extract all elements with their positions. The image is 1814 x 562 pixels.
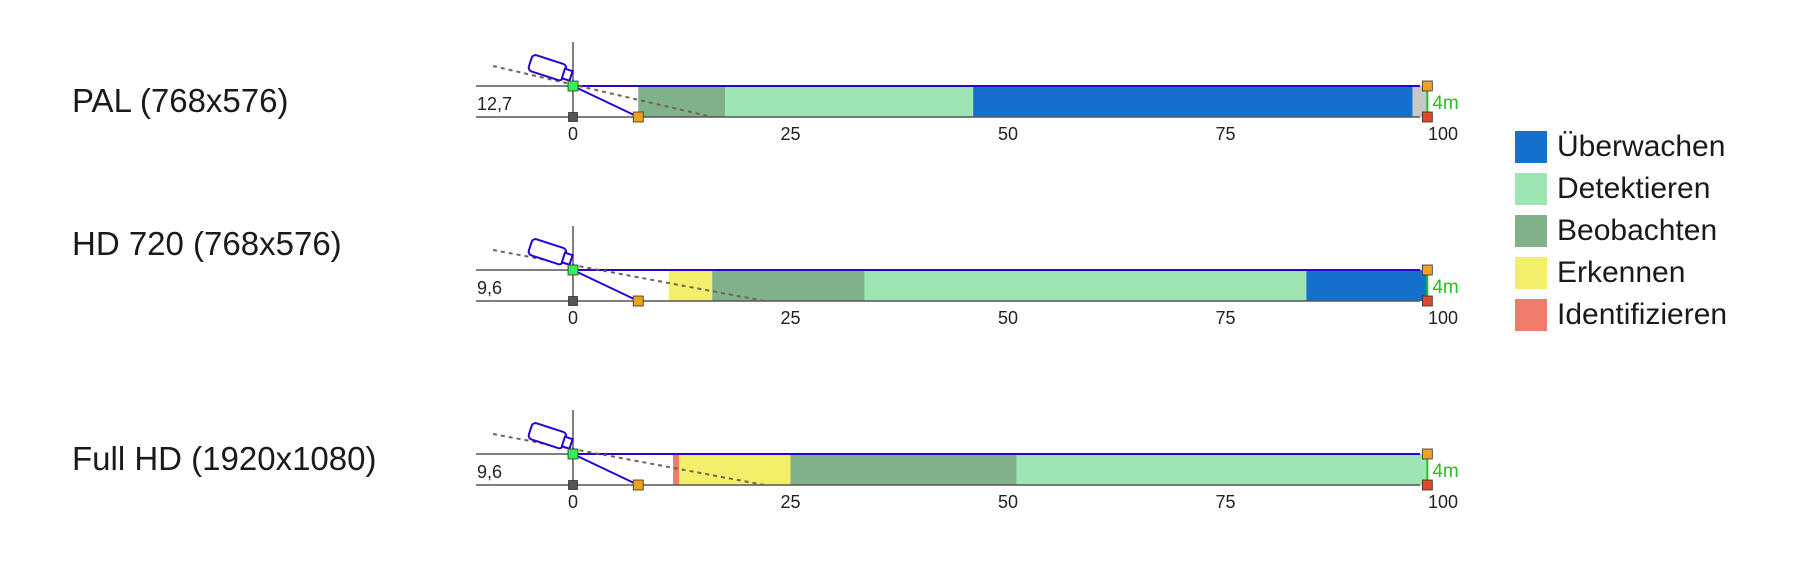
camera-height-label: 9,6 xyxy=(477,462,502,482)
legend-label-identifizieren: Identifizieren xyxy=(1557,298,1728,331)
row-label-fullhd: Full HD (1920x1080) xyxy=(72,440,377,477)
tick-label: 100 xyxy=(1428,124,1458,144)
tick-label: 75 xyxy=(1215,308,1235,328)
camera-height-label: 9,6 xyxy=(477,278,502,298)
zone-ueberwachen xyxy=(1306,270,1428,301)
camera-position-marker xyxy=(567,264,579,276)
tick-label: 25 xyxy=(780,492,800,512)
view-centerline xyxy=(492,65,713,118)
camera-icon xyxy=(527,238,574,266)
legend-label-erkennen: Erkennen xyxy=(1557,256,1686,289)
legend-swatch-beobachten xyxy=(1515,215,1547,247)
tick-label: 75 xyxy=(1215,492,1235,512)
far-bottom-marker xyxy=(1421,479,1433,491)
zone-detektieren xyxy=(725,86,974,117)
tick-label: 50 xyxy=(998,124,1018,144)
camera-lens xyxy=(560,67,574,82)
near-limit-marker xyxy=(632,479,644,491)
row-label-pal: PAL (768x576) xyxy=(72,82,289,119)
zone-beobachten xyxy=(712,270,865,301)
camera-icon xyxy=(527,54,574,82)
mount-height-label: 4m xyxy=(1432,277,1458,298)
legend-item-detektieren: Detektieren xyxy=(1515,168,1727,210)
tick-label: 50 xyxy=(998,492,1018,512)
mount-height-label: 4m xyxy=(1432,93,1458,114)
coverage-row: 4m 12,7 0 25 50 75 100 xyxy=(476,42,1459,144)
view-centerline xyxy=(492,433,765,486)
far-top-marker xyxy=(1421,264,1433,276)
coverage-row: 4m 9,6 0 25 50 75 100 xyxy=(476,410,1459,512)
zone-detektieren xyxy=(1016,454,1428,485)
tick-label: 75 xyxy=(1215,124,1235,144)
camera-position-marker xyxy=(567,448,579,460)
legend-label-ueberwachen: Überwachen xyxy=(1557,130,1726,163)
view-line-near xyxy=(572,85,639,118)
far-bottom-marker xyxy=(1421,111,1433,123)
zone-detektieren xyxy=(864,270,1307,301)
coverage-row: 4m 9,6 0 25 50 75 100 xyxy=(476,226,1459,328)
tick-label: 50 xyxy=(998,308,1018,328)
tick-label: 0 xyxy=(568,124,578,144)
zone-beobachten xyxy=(638,86,726,117)
zone-gap xyxy=(1412,86,1428,117)
near-limit-marker xyxy=(632,111,644,123)
row-label-hd720: HD 720 (768x576) xyxy=(72,225,342,262)
legend-label-detektieren: Detektieren xyxy=(1557,172,1711,205)
legend: Überwachen Detektieren Beobachten Erkenn… xyxy=(1515,126,1727,336)
far-bottom-marker xyxy=(1421,295,1433,307)
view-line-near xyxy=(572,453,639,486)
camera-height-label: 12,7 xyxy=(477,94,512,114)
zone-ueberwachen xyxy=(973,86,1413,117)
tick-label: 0 xyxy=(568,492,578,512)
zone-erkennen xyxy=(679,454,791,485)
legend-item-ueberwachen: Überwachen xyxy=(1515,126,1727,168)
camera-icon xyxy=(527,422,574,450)
camera-lens xyxy=(560,251,574,266)
far-top-marker xyxy=(1421,448,1433,460)
view-line-near xyxy=(572,269,639,302)
tick-label: 25 xyxy=(780,124,800,144)
zone-erkennen xyxy=(668,270,713,301)
mount-height-label: 4m xyxy=(1432,461,1458,482)
legend-swatch-detektieren xyxy=(1515,173,1547,205)
pole-base-marker xyxy=(568,296,578,306)
tick-label: 0 xyxy=(568,308,578,328)
pole-base-marker xyxy=(568,112,578,122)
camera-position-marker xyxy=(567,80,579,92)
pole-base-marker xyxy=(568,480,578,490)
tick-label: 25 xyxy=(780,308,800,328)
tick-label: 100 xyxy=(1428,308,1458,328)
legend-label-beobachten: Beobachten xyxy=(1557,214,1718,247)
view-centerline xyxy=(492,249,765,302)
legend-item-identifizieren: Identifizieren xyxy=(1515,294,1727,336)
camera-lens xyxy=(560,435,574,450)
far-top-marker xyxy=(1421,80,1433,92)
legend-swatch-identifizieren xyxy=(1515,299,1547,331)
near-limit-marker xyxy=(632,295,644,307)
legend-swatch-ueberwachen xyxy=(1515,131,1547,163)
legend-swatch-erkennen xyxy=(1515,257,1547,289)
legend-item-beobachten: Beobachten xyxy=(1515,210,1727,252)
zone-beobachten xyxy=(790,454,1017,485)
tick-label: 100 xyxy=(1428,492,1458,512)
zone-identifizieren xyxy=(673,454,680,485)
legend-item-erkennen: Erkennen xyxy=(1515,252,1727,294)
